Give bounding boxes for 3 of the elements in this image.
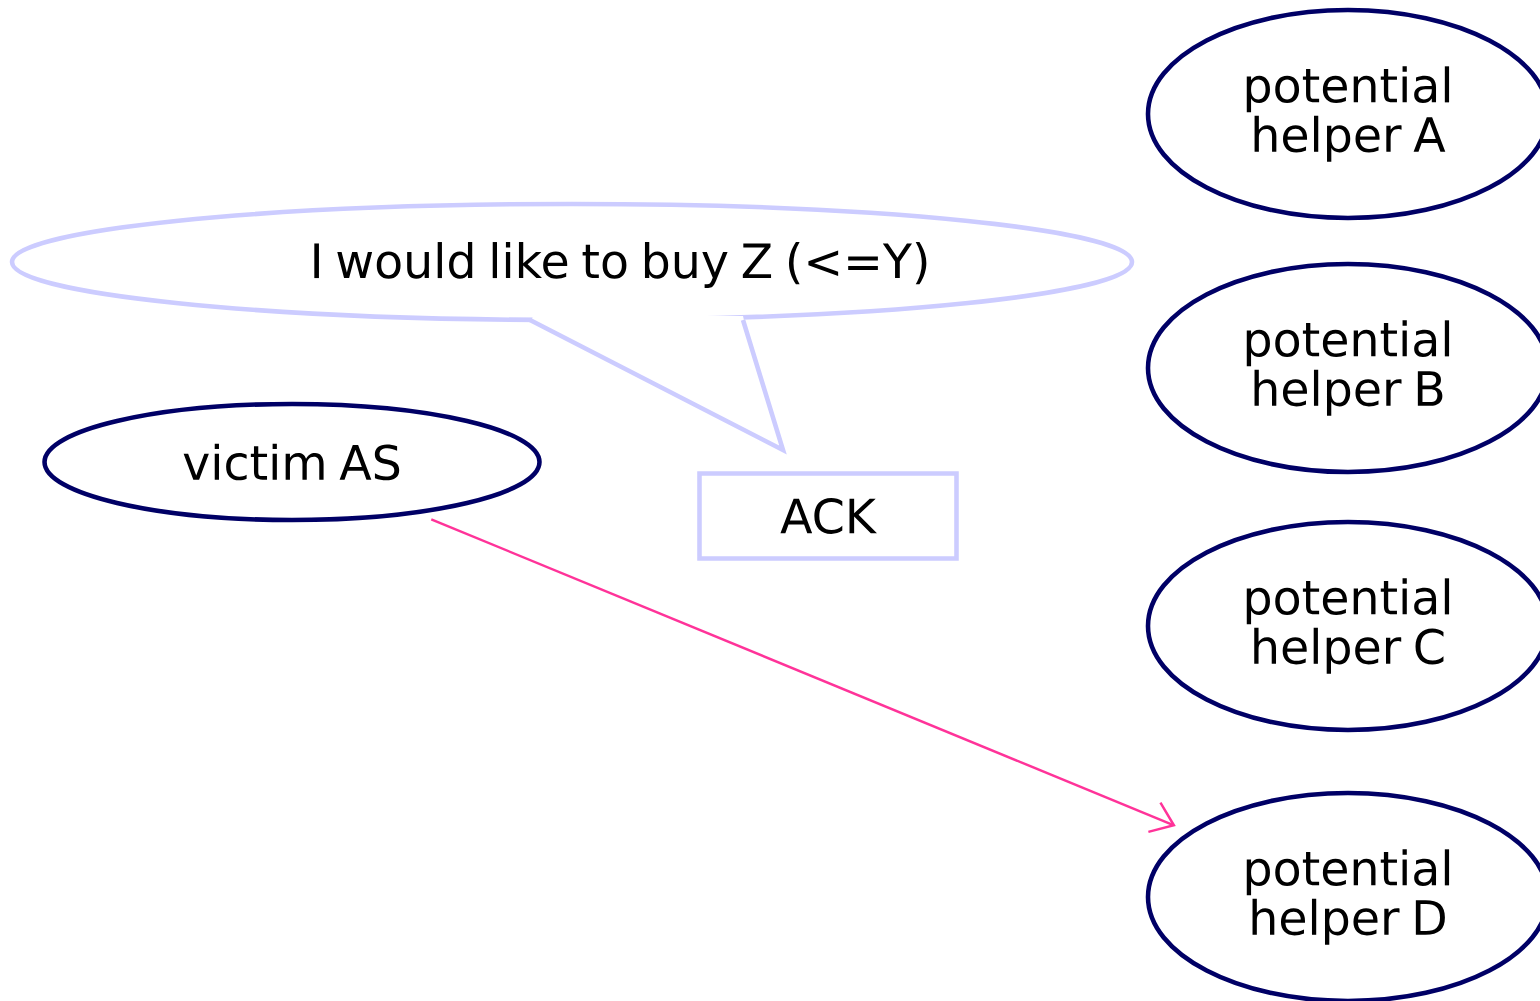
arrow [430,518,1176,834]
process-box: ACK [697,471,959,561]
ellipse-node: victim AS [42,401,542,523]
